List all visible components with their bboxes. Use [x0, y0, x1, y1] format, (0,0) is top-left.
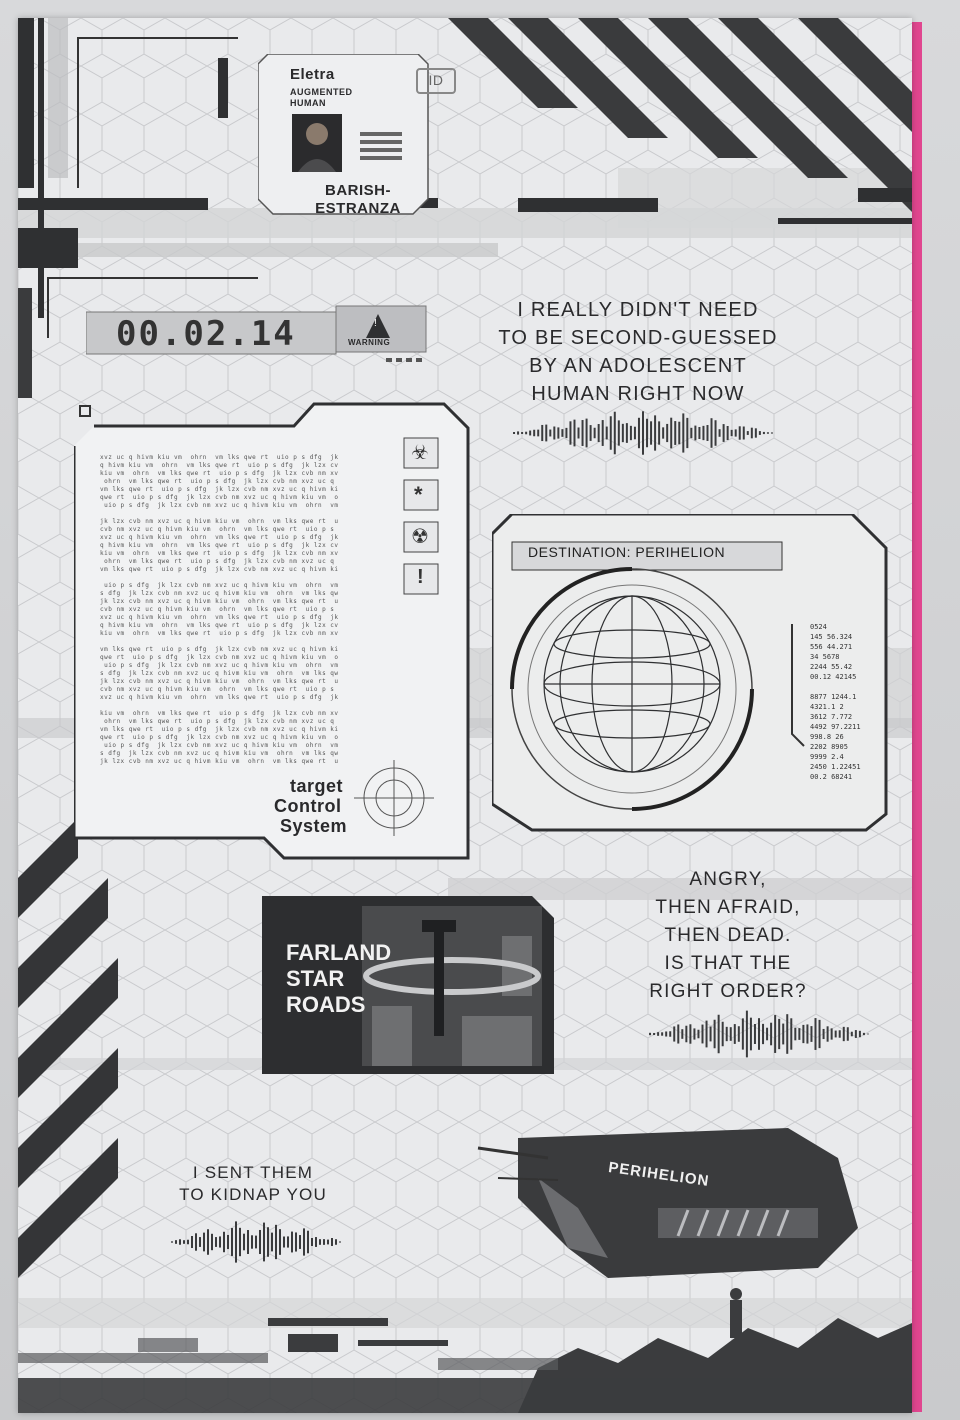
- quote1-line3: BY AN ADOLESCENT: [529, 355, 747, 377]
- quote1-line1: I REALLY DIDN'T NEED: [517, 299, 759, 321]
- target-panel-frame: [74, 402, 470, 860]
- target-label-line2: Control: [274, 796, 342, 816]
- destination-number-row: 4492 97.2211: [810, 723, 861, 731]
- destination-number-row: 556 44.271: [810, 643, 853, 651]
- farland-title-line3: ROADS: [286, 992, 366, 1017]
- audio-waveform-1: [513, 411, 773, 455]
- destination-number-row: 00.2 68241: [810, 773, 853, 781]
- destination-number-row: 00.12 42145: [810, 673, 857, 681]
- farland-star-roads-panel: FARLAND STAR ROADS: [262, 896, 554, 1074]
- destination-number-row: 2244 55.42: [810, 663, 853, 671]
- id-card-name: Eletra: [290, 66, 335, 83]
- destination-number-row: 34 5678: [810, 653, 840, 661]
- destination-number-row: 9999 2.4: [810, 753, 844, 761]
- destination-panel-frame: [492, 514, 888, 832]
- id-card-frame: [258, 54, 429, 215]
- panel-text-lines: xvz uc q hivm kiu vm ohrn vm lks qwe rt …: [100, 454, 339, 765]
- biohazard-icon: ☣: [411, 442, 429, 464]
- destination-number-row: 2450 1.22451: [810, 763, 861, 771]
- quote3-line2: TO KIDNAP YOU: [179, 1185, 327, 1204]
- perihelion-ship: PERIHELION: [458, 1118, 878, 1288]
- destination-number-row: 4321.1 2: [810, 703, 844, 711]
- quote2-line4: IS THAT THE: [664, 953, 792, 974]
- timer-value: 00.02.14: [116, 314, 296, 354]
- id-card: ID Eletra AUGMENTED HUMAN BARISH- ESTRAN…: [258, 54, 456, 222]
- quote3-line1: I SENT THEM: [192, 1163, 314, 1182]
- quote1-line2: TO BE SECOND-GUESSED: [498, 327, 778, 349]
- audio-waveform-2: [649, 1010, 869, 1058]
- quote2-line5: RIGHT ORDER?: [649, 981, 807, 1002]
- radiation-icon: ☢: [411, 526, 429, 548]
- id-card-type-line1: AUGMENTED: [290, 87, 353, 97]
- id-card-type-line2: HUMAN: [290, 98, 326, 108]
- farland-title-line2: STAR: [286, 966, 345, 991]
- destination-numbers: 0524 145 56.324 556 44.271 34 5678 2244 55.4…: [810, 622, 861, 782]
- target-label-line3: System: [280, 816, 348, 836]
- warning-icon: !: [374, 318, 377, 329]
- audio-waveform-3: [171, 1221, 341, 1263]
- target-label-line1: target: [290, 776, 344, 796]
- destination-number-row: 2202 8905: [810, 743, 848, 751]
- id-card-surname-line2: ESTRANZA: [315, 200, 401, 217]
- timer-frame: [86, 305, 427, 362]
- timer-display: 00.02.14 WARNING !: [86, 300, 436, 370]
- target-control-panel: ☣ * ☢ ! xvz uc q hivm kiu vm ohrn vm lks…: [74, 398, 474, 868]
- quote1-line4: HUMAN RIGHT NOW: [531, 383, 745, 405]
- destination-panel: DESTINATION: PERIHELION 0524 145 56.324 55…: [492, 514, 892, 832]
- destination-number-row: 998.8 26: [810, 733, 844, 741]
- id-card-surname-line1: BARISH-: [325, 182, 391, 199]
- farland-title-line1: FARLAND: [286, 940, 392, 965]
- book-back-cover: ID Eletra AUGMENTED HUMAN BARISH- ESTRAN…: [18, 18, 912, 1413]
- id-badge: ID: [416, 68, 456, 94]
- destination-label: DESTINATION: PERIHELION: [528, 544, 726, 560]
- destination-number-row: 145 56.324: [810, 633, 853, 641]
- exclamation-icon: !: [417, 566, 424, 588]
- quote-block-1: I REALLY DIDN'T NEED TO BE SECOND-GUESSE…: [488, 296, 788, 408]
- destination-number-row: [810, 682, 861, 692]
- quote2-line1: ANGRY,: [689, 869, 767, 890]
- warning-label: WARNING: [348, 338, 391, 347]
- destination-number-row: 8877 1244.1: [810, 693, 857, 701]
- quote2-line3: THEN DEAD.: [664, 925, 792, 946]
- asterisk-icon: *: [414, 482, 423, 507]
- destination-number-row: 0524: [810, 623, 827, 631]
- quote2-line2: THEN AFRAID,: [655, 897, 801, 918]
- farland-image: [262, 896, 554, 1074]
- ship-illustration: [477, 1128, 858, 1278]
- quote-block-3: I SENT THEM TO KIDNAP YOU: [168, 1162, 338, 1206]
- destination-number-row: 3612 7.772: [810, 713, 853, 721]
- quote-block-2: ANGRY, THEN AFRAID, THEN DEAD. IS THAT T…: [618, 866, 838, 1006]
